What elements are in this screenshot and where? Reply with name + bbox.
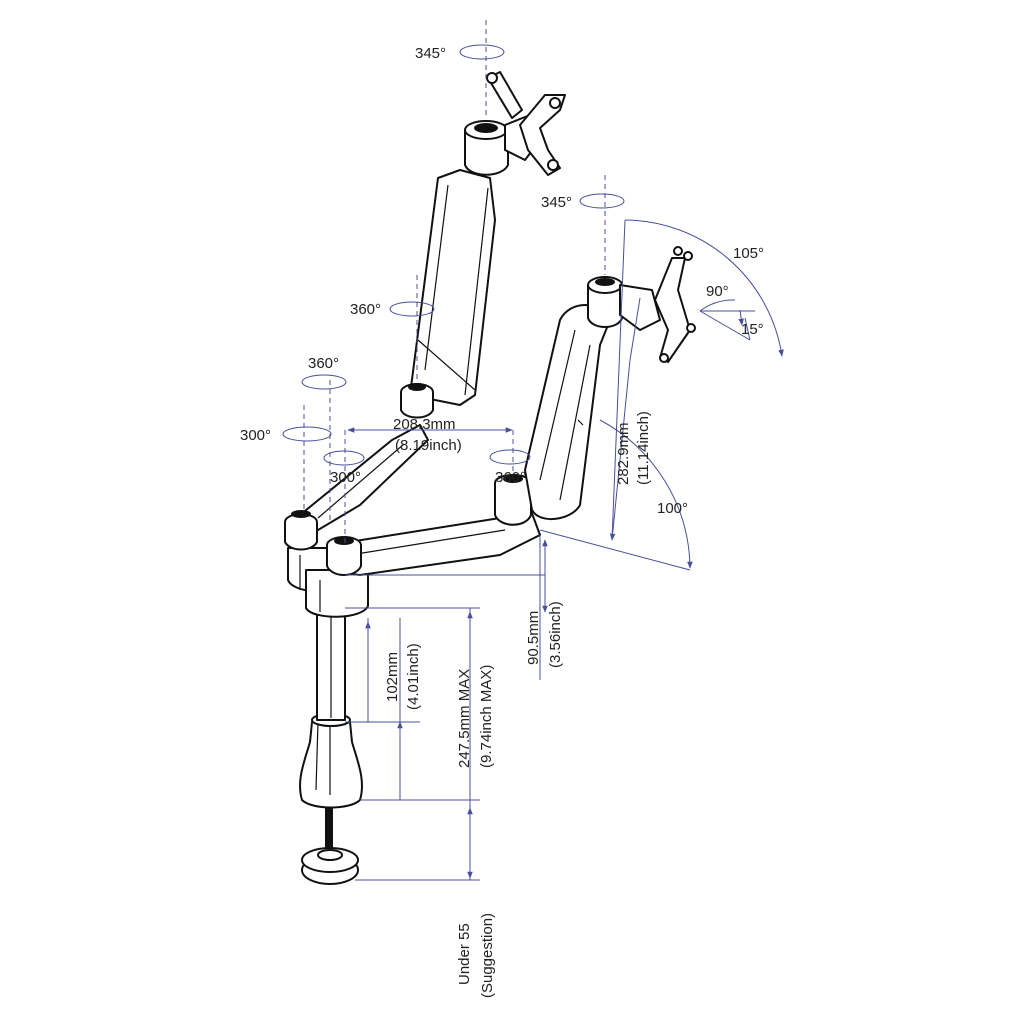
rotation-arrow-left-base xyxy=(301,374,347,390)
rotation-markers xyxy=(282,20,625,520)
label-arm-reach-inch: (8.19inch) xyxy=(395,437,462,454)
label-tilt-down: 15° xyxy=(741,321,764,338)
rotation-arrow-inner xyxy=(323,450,365,466)
label-inner-rotation: 300° xyxy=(330,469,361,486)
label-max-height: 247.5mm MAX xyxy=(456,669,473,768)
label-desk-thickness: Under 55 xyxy=(456,923,473,985)
left-upper-arm xyxy=(409,169,496,406)
rotation-arrow-left-elbow xyxy=(389,301,435,317)
label-pole-adjust-inch: (4.01inch) xyxy=(405,643,422,710)
dimension-lines xyxy=(344,219,784,881)
angle-labels: 345° 345° 105° 90° 15° 360° 360° 300° 30… xyxy=(240,45,764,517)
label-collar-offset-inch: (3.56inch) xyxy=(547,601,564,668)
rotation-arrow-pole xyxy=(282,426,332,442)
dimension-labels: 208.3mm (8.19inch) 282.9mm (11.14inch) 9… xyxy=(384,411,652,998)
label-right-elbow-rotation: 360° xyxy=(495,469,526,486)
left-vesa-plate xyxy=(519,94,566,176)
label-max-height-inch: (9.74inch MAX) xyxy=(478,665,495,768)
right-vesa-plate xyxy=(654,257,691,363)
label-tilt-up: 90° xyxy=(706,283,729,300)
label-left-upper-rotation: 360° xyxy=(350,301,381,318)
label-right-arm-tilt: 100° xyxy=(657,500,688,517)
right-tilt-bracket xyxy=(619,284,661,331)
rotation-arrow-right-elbow xyxy=(489,449,531,465)
label-pole-rotation: 300° xyxy=(240,427,271,444)
left-head-hub xyxy=(464,129,509,176)
right-arm-assembly xyxy=(326,246,696,576)
left-arm-assembly xyxy=(284,71,566,618)
label-tilt-range: 105° xyxy=(733,245,764,262)
label-collar-offset: 90.5mm xyxy=(525,611,542,665)
label-left-base-rotation: 360° xyxy=(308,355,339,372)
rotation-arrow-top xyxy=(459,44,505,60)
label-pole-adjust: 102mm xyxy=(384,652,401,702)
pole-collar-lower xyxy=(305,569,369,618)
rotation-arrow-right-head xyxy=(579,193,625,209)
pole xyxy=(316,604,346,721)
label-desk-thickness-note: (Suggestion) xyxy=(479,913,496,998)
desk-clamp xyxy=(299,713,363,885)
label-right-arm-height: 282.9mm xyxy=(615,422,632,485)
right-head-hub xyxy=(587,284,623,328)
label-top-head-swivel: 345° xyxy=(415,45,446,62)
clamp-base xyxy=(299,716,363,809)
label-right-head-swivel: 345° xyxy=(541,194,572,211)
label-right-arm-height-inch: (11.14inch) xyxy=(635,411,652,485)
right-upper-arm xyxy=(524,304,611,521)
clamp-bolt xyxy=(325,808,333,852)
label-arm-reach: 208.3mm xyxy=(393,416,456,433)
